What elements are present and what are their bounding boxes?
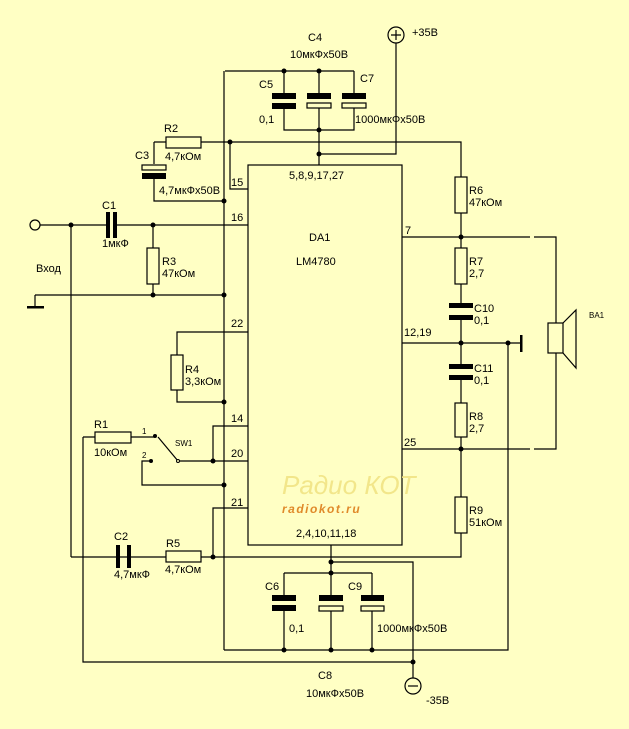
component-label: R9 [469,505,483,517]
ground-icon [27,306,44,309]
capacitor-c3 [141,164,167,171]
component-label: 47кОм [469,197,502,209]
component-label: BA1 [589,311,605,320]
component-label: 2 [142,451,147,460]
capacitor-c11 [449,364,473,369]
capacitor-c5 [272,93,296,99]
ic-da1 [247,164,403,546]
switch-contact-1 [153,434,157,438]
capacitor-c9 [361,595,384,601]
component-label: 4,7кОм [165,151,201,163]
component-label: C4 [308,32,322,44]
component-label: R7 [469,256,483,268]
input-terminal [29,219,41,231]
junction-dots [68,68,511,665]
capacitor-c8 [319,595,343,601]
component-label: C8 [318,670,332,682]
component-label: 10мкФх50В [306,688,364,700]
pin-7-label: 7 [405,225,411,237]
component-label: C3 [135,150,149,162]
component-label: 0,1 [474,375,489,387]
resistor-r3 [146,247,160,285]
pin-15-label: 15 [231,177,243,189]
capacitor-c1 [106,212,110,238]
resistor-r1 [94,431,132,444]
capacitor-c10 [449,303,473,308]
component-label: R3 [162,256,176,268]
plus-supply-label: +35В [412,27,438,39]
resistor-r9 [454,496,468,534]
component-label: C2 [114,531,128,543]
pin-21-label: 21 [231,497,243,509]
component-label: 2,7 [469,423,484,435]
speaker-icon [547,308,577,370]
capacitor-c2 [116,545,120,568]
resistor-r6 [454,176,468,214]
component-label: C7 [360,73,374,85]
pin-25-label: 25 [404,437,416,449]
resistor-r4 [170,354,184,391]
watermark-logo: Радио КОТ [282,470,418,500]
component-label: R2 [164,123,178,135]
component-label: C5 [259,79,273,91]
switch-contact-2 [149,459,153,463]
watermark-url: radiokot.ru [282,502,361,516]
plus-supply-icon [387,26,405,44]
ic-pins-bottom: 2,4,10,11,18 [296,528,356,540]
component-label: 1мкФ [102,238,129,250]
resistor-r5 [165,550,202,563]
component-label: 10мкФх50В [290,49,348,61]
component-label: C1 [102,200,116,212]
switch-pivot [176,459,180,463]
component-label: R6 [469,185,483,197]
minus-supply-label: -35В [426,695,449,707]
component-label: 4,7мкФх50В [159,185,220,197]
component-label: 1000мкФх50В [355,114,425,126]
component-label: R1 [94,419,108,431]
pin-22-label: 22 [231,318,243,330]
component-label: 0,1 [474,315,489,327]
capacitor-c7 [342,93,366,99]
resistor-r7 [454,247,468,285]
ic-ref: DA1 [309,232,330,244]
pin-14-label: 14 [231,413,243,425]
capacitor-c4 [307,93,331,99]
capacitors [106,93,473,612]
component-label: 4,7мкФ [114,569,150,581]
component-label: 0,1 [289,623,304,635]
resistor-r8 [454,402,468,438]
resistor-r2 [165,136,202,149]
component-label: C9 [348,581,362,593]
component-label: R5 [166,538,180,550]
minus-supply-icon [404,677,422,695]
ground-icon [520,335,523,352]
pin-16-label: 16 [231,212,243,224]
component-label: 0,1 [259,114,274,126]
input-label: Вход [36,263,61,275]
component-label: 2,7 [469,268,484,280]
pin-12-19-label: 12,19 [404,327,432,339]
component-label: 10кОм [94,447,127,459]
component-label: C10 [474,303,494,315]
component-label: C6 [265,581,279,593]
component-label: R8 [469,411,483,423]
component-label: 51кОм [469,517,502,529]
component-label: C11 [474,363,493,375]
component-label: 1 [142,427,147,436]
component-label: 47кОм [162,268,195,280]
component-label: 1000мкФх50В [377,623,447,635]
capacitor-c6 [272,595,296,601]
component-label: 4,7кОм [165,564,201,576]
component-label: R4 [185,364,199,376]
labels: Вход +35В -35В DA1 LM4780 5,8,9,17,27 2,… [36,27,605,707]
component-label: SW1 [175,439,193,448]
resistors [94,136,468,563]
pin-20-label: 20 [231,448,243,460]
ic-pins-top: 5,8,9,17,27 [289,170,344,182]
component-label: 3,3кОм [185,376,221,388]
ic-part: LM4780 [296,256,336,268]
